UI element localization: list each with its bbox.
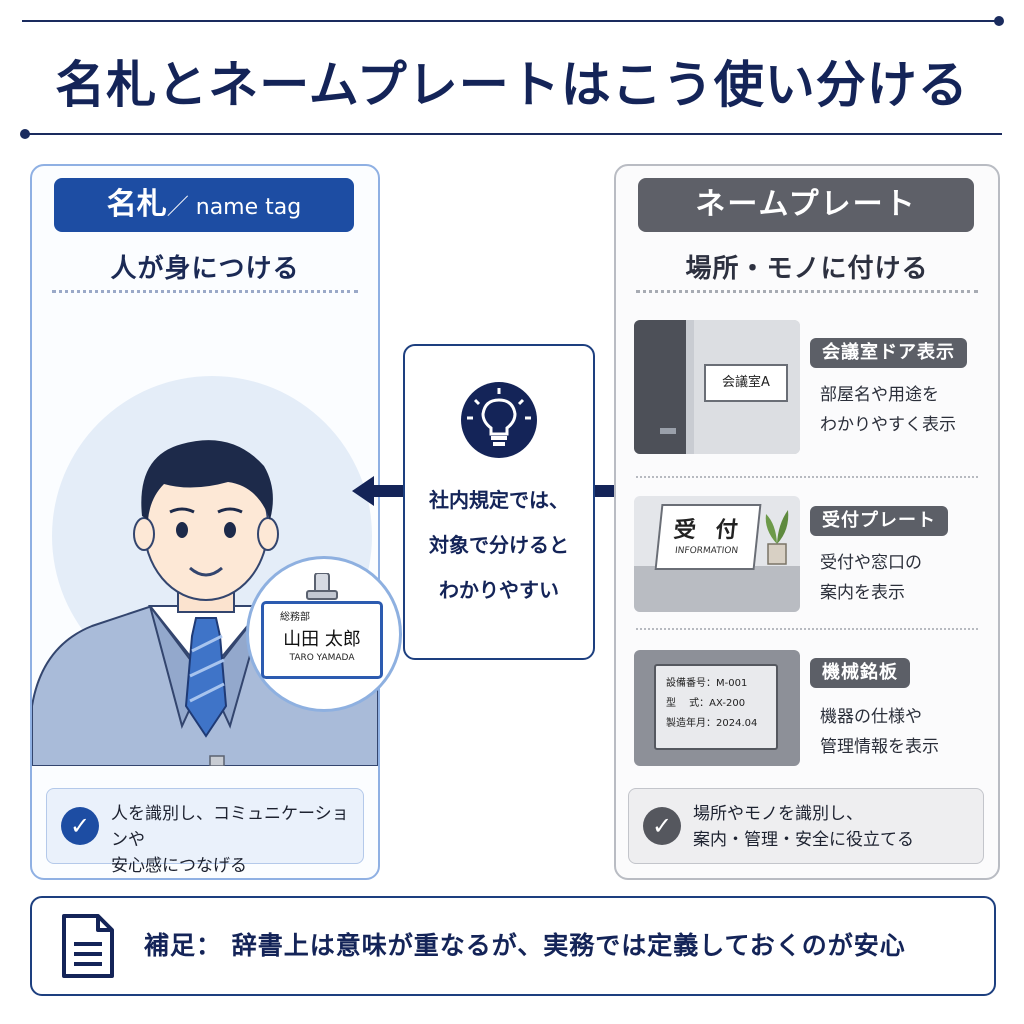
- center-line: 社内規定では、: [429, 488, 569, 512]
- plate-line: 製造年月：2024.04: [666, 718, 758, 729]
- desc-line: 部屋名や用途を: [820, 385, 939, 405]
- badge-clip-icon: [306, 573, 338, 600]
- check-icon: ✓: [61, 807, 99, 845]
- rule-dot: [994, 16, 1004, 26]
- center-line: 対象で分けると: [429, 533, 569, 557]
- name-tag-subtitle: 人が身につける: [110, 254, 300, 284]
- desc-line: わかりやすく表示: [820, 415, 956, 435]
- supplement-note-text: 補足： 辞書上は意味が重なるが、実務では定義しておくのが安心: [144, 931, 906, 960]
- item-desc-meeting-room: 部屋名や用途を わかりやすく表示: [820, 380, 956, 440]
- door-handle: [660, 428, 676, 434]
- badge-department: 総務部: [280, 612, 310, 623]
- summary-line: 場所やモノを識別し、: [693, 804, 863, 824]
- reception-desk-image: 受 付 INFORMATION: [634, 496, 800, 612]
- top-rule: [22, 16, 1004, 26]
- reception-sign-main: 受 付: [672, 518, 745, 543]
- item-label-reception: 受付プレート: [810, 506, 948, 536]
- desc-line: 案内を表示: [820, 583, 905, 603]
- item-label-machine: 機械銘板: [810, 658, 910, 688]
- name-tag-heading-main: 名札: [106, 187, 167, 222]
- badge-name: 山田 太郎: [283, 629, 361, 650]
- dotted-divider: [636, 290, 978, 293]
- name-tag-heading-sub: ／ name tag: [166, 195, 302, 220]
- desc-line: 管理情報を表示: [820, 737, 939, 757]
- item-separator: [636, 476, 978, 478]
- reception-sign-sub: INFORMATION: [674, 546, 739, 556]
- desk: [634, 566, 800, 612]
- name-badge: 総務部 山田 太郎 TARO YAMADA: [261, 601, 383, 679]
- item-label-meeting-room: 会議室ドア表示: [810, 338, 967, 368]
- arrow-left-icon: [352, 476, 404, 506]
- page-title: 名札とネームプレートはこう使い分ける: [55, 56, 969, 114]
- dotted-divider: [52, 290, 358, 293]
- door-sign: 会議室A: [704, 364, 788, 402]
- name-tag-heading: 名札／ name tag: [54, 178, 354, 232]
- plate-line: 型 式：AX-200: [666, 698, 746, 709]
- nameplate-summary-text: 場所やモノを識別し、 案内・管理・安全に役立てる: [693, 801, 914, 853]
- supplement-note: 補足： 辞書上は意味が重なるが、実務では定義しておくのが安心: [30, 896, 996, 996]
- bottom-rule: [20, 129, 1002, 139]
- summary-line: 案内・管理・安全に役立てる: [693, 830, 914, 850]
- nameplate-subtitle: 場所・モノに付ける: [685, 254, 929, 284]
- center-note: 社内規定では、 対象で分けると わかりやすい: [403, 344, 595, 660]
- name-tag-summary-text: 人を識別し、コミュニケーションや 安心感につなげる: [111, 801, 363, 879]
- desc-line: 受付や窓口の: [820, 553, 922, 573]
- machine-plate: 設備番号：M-001 型 式：AX-200 製造年月：2024.04: [654, 664, 778, 750]
- name-tag-summary: ✓ 人を識別し、コミュニケーションや 安心感につなげる: [46, 788, 364, 876]
- reception-sign: 受 付 INFORMATION: [654, 504, 762, 570]
- check-icon: ✓: [643, 807, 681, 845]
- summary-line: 安心感につなげる: [111, 856, 247, 876]
- badge-romaji: TARO YAMADA: [289, 653, 355, 663]
- summary-line: 人を識別し、コミュニケーションや: [111, 804, 349, 850]
- meeting-room-door-image: 会議室A: [634, 320, 800, 454]
- rule-dot: [20, 129, 30, 139]
- item-desc-reception: 受付や窓口の 案内を表示: [820, 548, 922, 608]
- plate-line: 設備番号：M-001: [666, 678, 748, 689]
- item-separator: [636, 628, 978, 630]
- nameplate-summary: ✓ 場所やモノを識別し、 案内・管理・安全に役立てる: [628, 788, 984, 864]
- desc-line: 機器の仕様や: [820, 707, 922, 727]
- name-tag-panel: 名札／ name tag 人が身につける: [30, 164, 402, 880]
- item-desc-machine: 機器の仕様や 管理情報を表示: [820, 702, 939, 762]
- center-line: わかりやすい: [439, 578, 559, 602]
- lightbulb-icon: [461, 382, 537, 458]
- nameplate-panel: ネームプレート 場所・モノに付ける 会議室A 会議室ドア表示 部屋名や用途を わ…: [614, 164, 1000, 880]
- plant-icon: [765, 510, 789, 565]
- nameplate-heading: ネームプレート: [638, 178, 974, 232]
- machine-nameplate-image: 設備番号：M-001 型 式：AX-200 製造年月：2024.04: [634, 650, 800, 766]
- document-icon: [62, 914, 114, 978]
- name-badge-zoom: 総務部 山田 太郎 TARO YAMADA: [246, 556, 402, 712]
- center-note-text: 社内規定では、 対象で分けると わかりやすい: [405, 478, 593, 613]
